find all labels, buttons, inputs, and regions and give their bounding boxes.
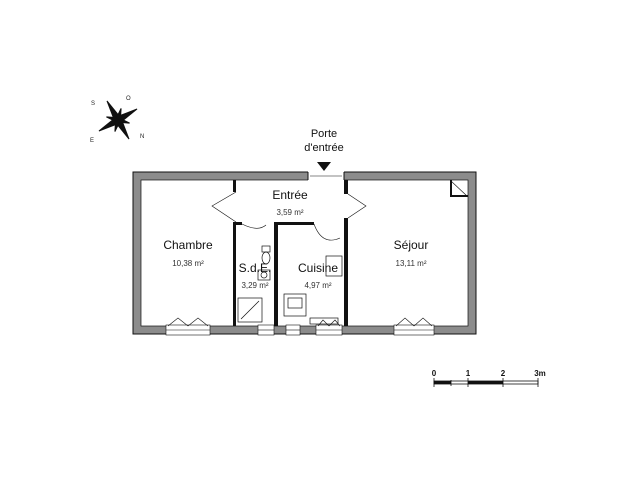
entry-arrow-icon [317, 162, 331, 171]
compass-letter-e: E [90, 138, 94, 144]
scale-tick-1: 1 [466, 369, 471, 378]
room-name-entree: Entrée [272, 188, 308, 202]
room-area-entree: 3,59 m² [276, 208, 303, 217]
window-chambre [165, 317, 211, 336]
compass-letter-o: O [126, 96, 131, 102]
entry-door-label-line1: Porte [311, 128, 337, 140]
interior-walls [233, 180, 468, 326]
scale-tick-0: 0 [432, 369, 437, 378]
room-area-chambre: 10,38 m² [172, 259, 204, 268]
room-labels: Chambre 10,38 m² Entrée 3,59 m² S.d.E. 3… [163, 188, 428, 290]
washbasin-icon [257, 269, 271, 281]
scale-tick-2: 2 [501, 369, 506, 378]
scale-bar: 0 1 2 3m [432, 369, 546, 387]
compass-rose: S O E N [90, 96, 144, 144]
room-name-chambre: Chambre [163, 238, 213, 252]
room-area-sejour: 13,11 m² [396, 259, 427, 268]
scale-tick-3: 3m [534, 369, 546, 378]
exterior-walls [132, 171, 477, 335]
window-sejour [393, 317, 435, 336]
room-name-cuisine: Cuisine [298, 261, 338, 275]
door-swings [211, 191, 367, 241]
windows [165, 317, 435, 336]
room-area-cuisine: 4,97 m² [304, 281, 331, 290]
entry-door [307, 171, 345, 181]
room-area-sde: 3,29 m² [241, 281, 268, 290]
compass-letter-s: S [91, 101, 95, 107]
sink-icon [325, 255, 343, 277]
stove-icon [283, 293, 307, 317]
entry-door-label-line2: d'entrée [304, 142, 343, 154]
window-cuisine-1 [285, 324, 301, 336]
room-name-sde: S.d.E. [239, 261, 272, 275]
window-sde [257, 324, 275, 336]
heater-icon [309, 317, 339, 325]
fixtures [237, 245, 343, 325]
compass-letter-n: N [140, 134, 144, 140]
toilet-icon [261, 245, 271, 265]
room-name-sejour: Séjour [394, 238, 429, 252]
shower-icon [237, 297, 263, 323]
